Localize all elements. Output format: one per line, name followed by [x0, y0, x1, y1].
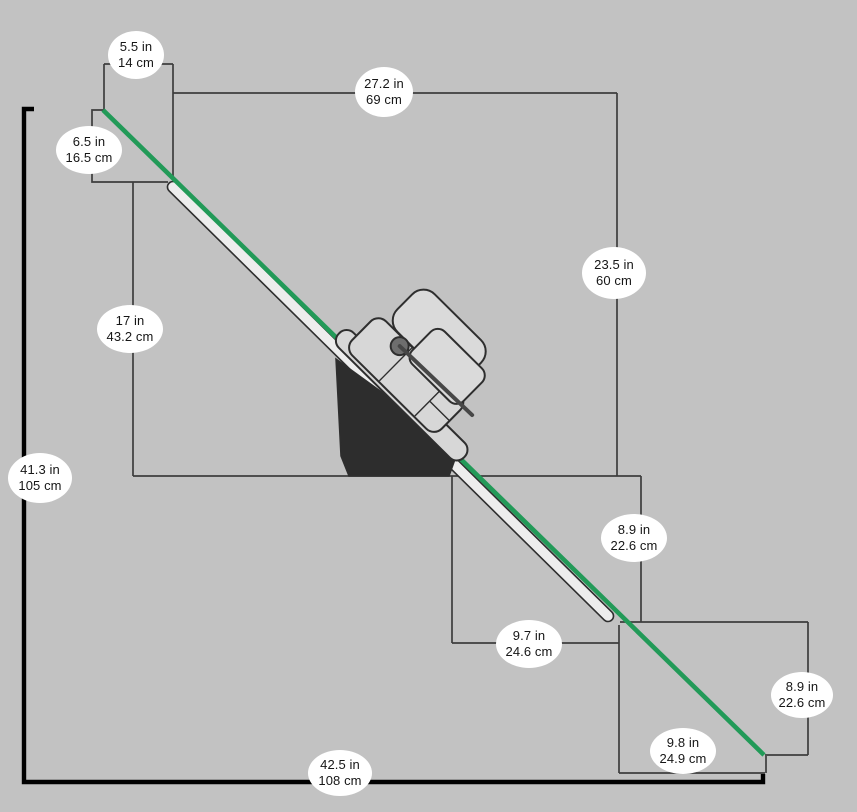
dimension-cm: 16.5 cm [65, 150, 113, 165]
dimension-cm: 24.6 cm [505, 644, 553, 659]
dimension-inches: 8.9 in [617, 521, 651, 537]
dimension-cm: 108 cm [318, 773, 362, 788]
dimension-inches: 23.5 in [594, 256, 634, 272]
dimension-badge: 6.5 in 16.5 cm [56, 126, 122, 174]
dimension-inches: 9.7 in [512, 627, 546, 643]
overall-dimension-line [21, 106, 766, 785]
dimension-cm: 22.6 cm [778, 695, 826, 710]
carriage-side-cover [408, 327, 486, 405]
dimension-inches: 6.5 in [72, 133, 106, 149]
dimension-inches: 27.2 in [364, 75, 404, 91]
dimension-inches: 9.8 in [666, 734, 700, 750]
dimension-badge: 5.5 in 14 cm [108, 31, 164, 79]
carriage-panel-line [429, 400, 450, 421]
dimension-inches: 8.9 in [785, 678, 819, 694]
dimension-inches: 41.3 in [20, 461, 60, 477]
carriage-lever-rod [397, 344, 475, 418]
dimension-inches: 17 in [115, 312, 145, 328]
dimension-badge: 8.9 in 22.6 cm [771, 672, 833, 718]
dimension-inches: 5.5 in [119, 38, 153, 54]
dimension-badge: 23.5 in 60 cm [582, 247, 646, 299]
dimension-badge: 17 in 43.2 cm [97, 305, 163, 353]
dimension-badge: 9.8 in 24.9 cm [650, 728, 716, 774]
dimension-cm: 14 cm [118, 55, 154, 70]
dimension-inches: 42.5 in [320, 756, 360, 772]
dimension-cm: 60 cm [596, 273, 632, 288]
dimension-badge: 42.5 in 108 cm [308, 750, 372, 796]
stairlift-carriage [334, 288, 487, 462]
dimension-badge: 8.9 in 22.6 cm [601, 514, 667, 562]
dimension-cm: 69 cm [366, 92, 402, 107]
dimension-badge: 9.7 in 24.6 cm [496, 620, 562, 668]
dimension-cm: 22.6 cm [610, 538, 658, 553]
dimension-badge: 27.2 in 69 cm [355, 67, 413, 117]
dimension-badge: 41.3 in 105 cm [8, 453, 72, 503]
dimension-cm: 105 cm [18, 478, 62, 493]
dimension-cm: 24.9 cm [659, 751, 707, 766]
dimension-cm: 43.2 cm [106, 329, 154, 344]
